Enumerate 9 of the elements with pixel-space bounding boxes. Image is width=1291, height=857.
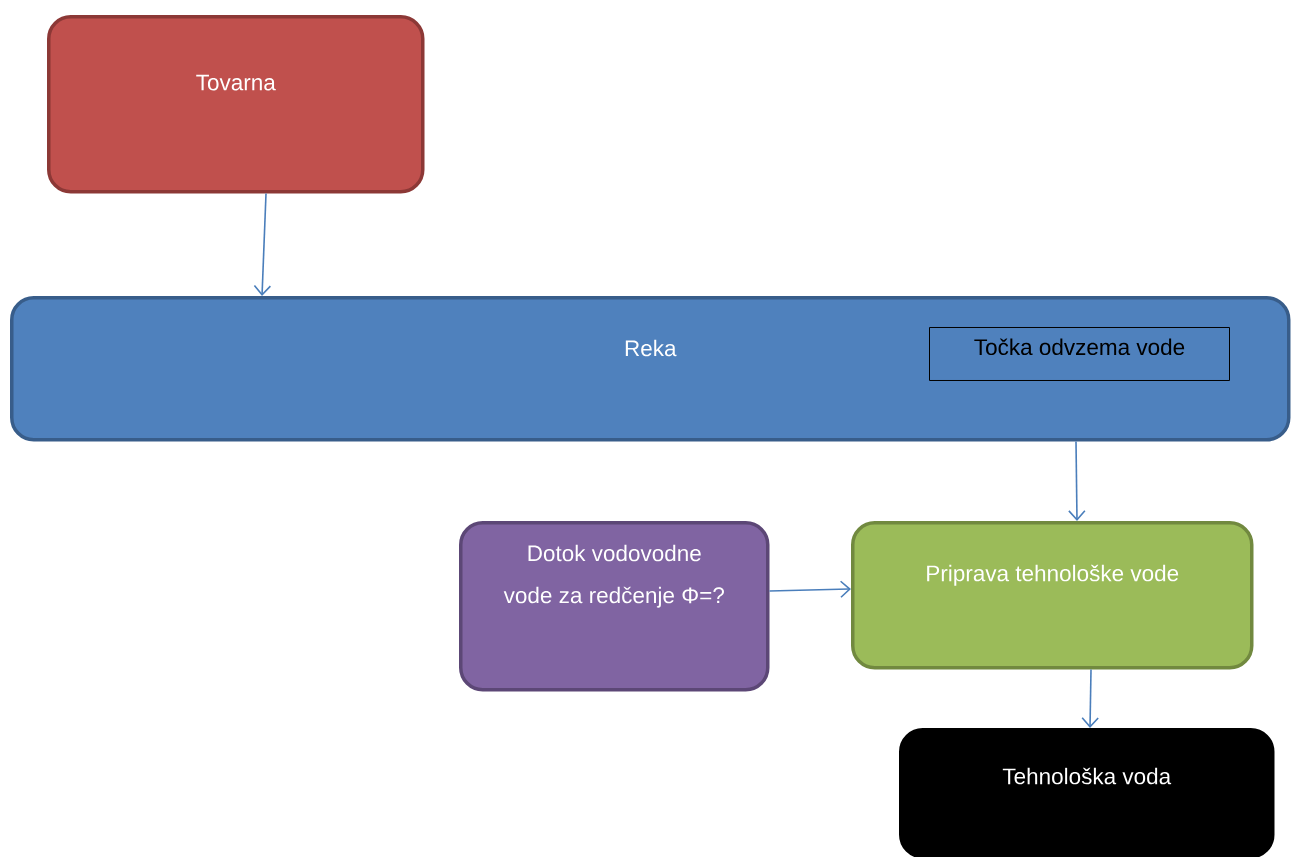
process-box: Priprava tehnološke vode [851,521,1254,670]
arrow [1068,440,1086,521]
arrow [253,192,272,296]
process-box: Tovarna [47,15,425,194]
arrow [1081,668,1099,728]
output-box: Tehnološka voda [899,728,1275,857]
label-box: Točka odvzema vode [929,327,1230,381]
process-box: Dotok vodovodne vode za redčenje Φ=? [459,521,770,692]
arrow [768,580,851,599]
